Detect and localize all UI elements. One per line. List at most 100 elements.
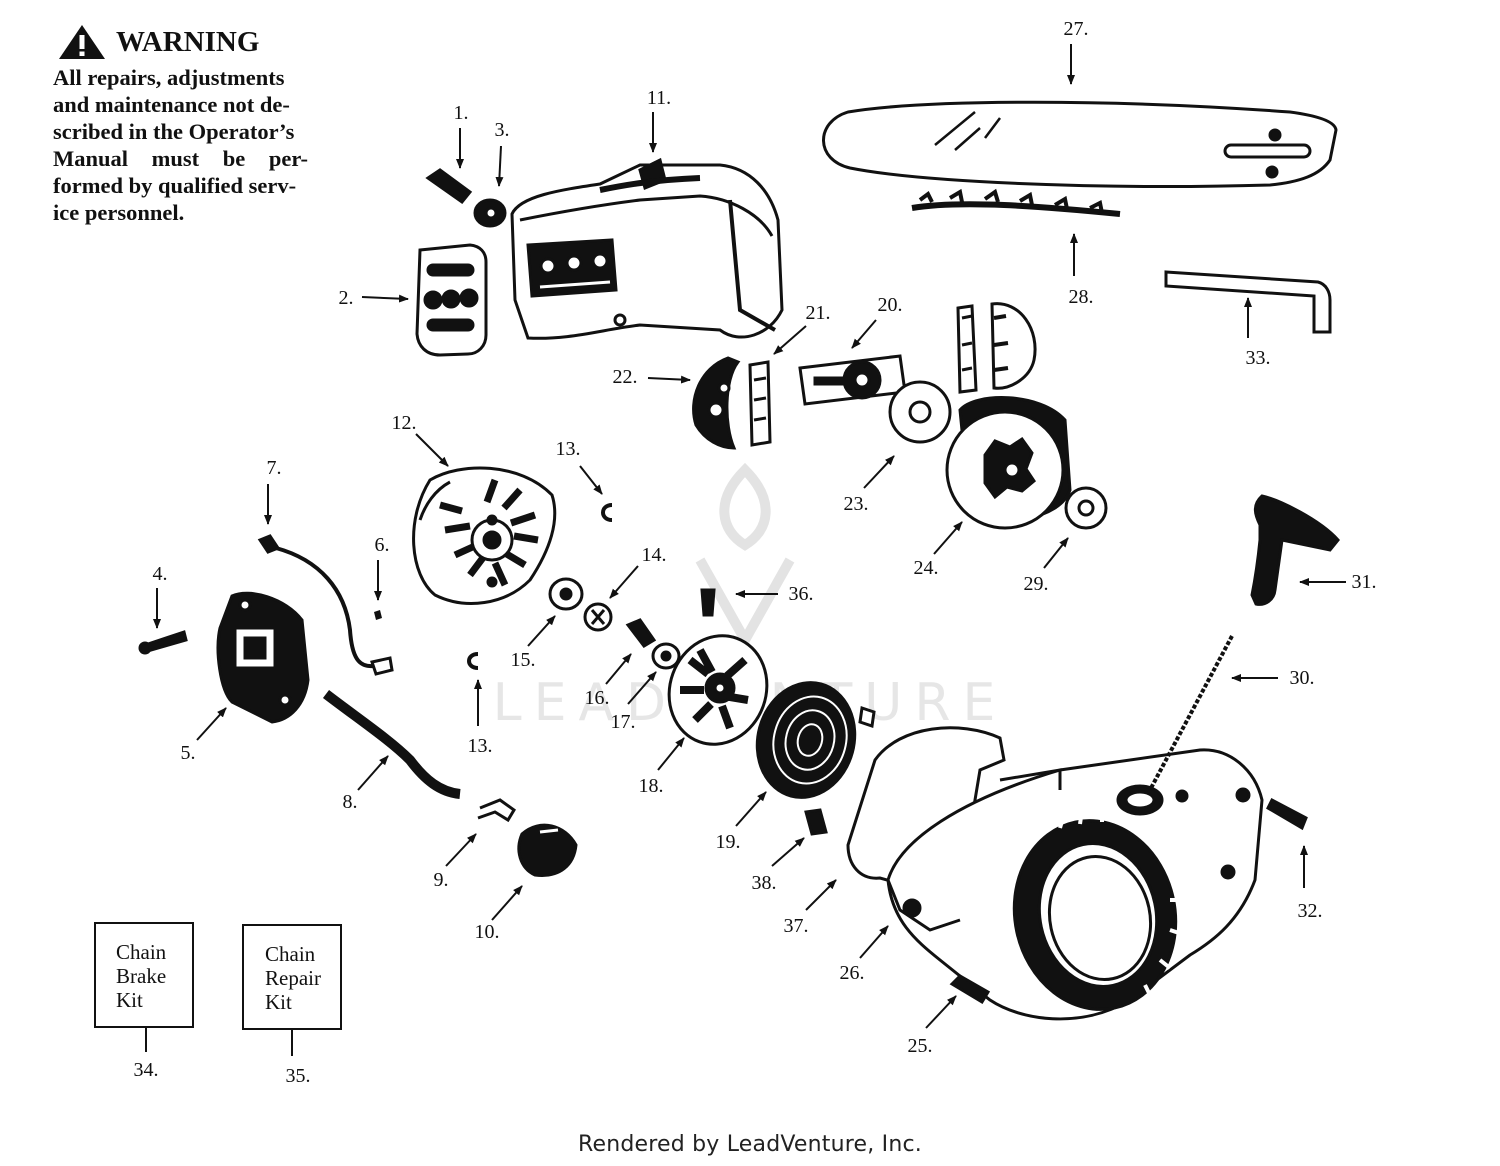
saw-chain [911,188,1121,217]
starter-handle [1250,494,1340,606]
callout-11: 11. [647,87,671,109]
flywheel-washer [548,577,584,611]
callout-29: 29. [1024,573,1049,595]
callout-1: 1. [454,102,469,124]
callout-14: 14. [642,544,667,566]
callout-13-upper: 13. [556,438,581,460]
callout-23: 23. [844,493,869,515]
drum-washer [1064,486,1108,530]
ground-spring [374,610,382,620]
callout-12: 12. [392,412,417,434]
ignition-module [216,591,310,724]
retaining-clip-lower [467,652,479,670]
callout-15: 15. [511,649,536,671]
kit-label-line: Kit [265,990,292,1014]
chain-repair-kit-box: Chain Repair Kit [242,924,342,1030]
lead-clip [477,798,516,823]
starter-housing [886,748,1264,1021]
callout-7: 7. [267,457,282,479]
kit-label-line: Kit [116,988,143,1012]
retaining-clip-upper [601,503,613,522]
callout-4: 4. [153,563,168,585]
callout-35: 35. [286,1065,311,1087]
callout-20: 20. [878,294,903,316]
rewind-spring [755,681,876,799]
callout-2: 2. [339,287,354,309]
cover-plate [415,243,488,357]
callout-36: 36. [789,583,814,605]
callout-21: 21. [806,302,831,324]
starter-washer [651,642,681,670]
callout-22: 22. [613,366,638,388]
warning-line: ice personnel. [53,200,185,225]
callout-19: 19. [716,831,741,853]
flywheel-nut [583,602,613,632]
warning-line: All repairs, adjustments [53,65,285,90]
starter-rope [1148,635,1234,791]
callout-37: 37. [784,915,809,937]
callout-38: 38. [752,872,777,894]
warning-title: WARNING [116,25,260,58]
kit-label-line: Chain [116,940,167,964]
callout-5: 5. [181,742,196,764]
housing-screw-right [1266,797,1308,831]
clutch-spring-plate [748,360,772,447]
callout-3: 3. [495,119,510,141]
ignition-bolt [138,630,188,655]
clutch-shoe-pair [956,302,1037,394]
callout-17: 17. [611,711,636,733]
callout-13-lower: 13. [468,735,493,757]
clutch-hub [798,354,907,406]
callout-labels: 1. 2. 3. 4. 5. 6. 7. 8. 9. 10. 11. 12. 1… [134,18,1377,1087]
callout-9: 9. [434,869,449,891]
callout-24: 24. [914,557,939,579]
warning-line: formed by qualified serv- [53,173,297,198]
clutch-washer [888,380,952,444]
callout-33: 33. [1246,347,1271,369]
kit-label-line: Repair [265,966,321,990]
clutch-drum [945,396,1072,530]
ignition-wire [257,534,394,676]
chain-cover [510,157,784,340]
callout-10: 10. [475,921,500,943]
callout-8: 8. [343,791,358,813]
starter-screw [804,808,828,836]
callout-6: 6. [375,534,390,556]
guide-bar [822,100,1338,188]
callout-25: 25. [908,1035,933,1057]
render-credit: Rendered by LeadVenture, Inc. [578,1132,922,1157]
callout-32: 32. [1298,900,1323,922]
hex-wrench [1164,270,1332,334]
callout-18: 18. [639,775,664,797]
warning-heading: WARNING [58,24,259,60]
cover-washer [473,198,507,228]
callout-30: 30. [1290,667,1315,689]
pulley-screw [700,588,716,617]
chain-brake-kit-box: Chain Brake Kit [94,922,194,1028]
starter-bolt [625,618,657,648]
warning-line: Manual must be per- [53,146,309,171]
kit-label-line: Brake [116,964,167,988]
housing-screw-lower [949,974,991,1005]
cover-bolt [425,168,473,205]
leader-lines [145,44,1346,1056]
ignition-lead [322,690,461,799]
callout-16: 16. [585,687,610,709]
callout-34: 34. [134,1059,159,1081]
flywheel [412,466,557,605]
callout-27: 27. [1064,18,1089,40]
spark-plug-boot [517,823,578,877]
callout-26: 26. [840,962,865,984]
warning-triangle-icon [59,25,105,59]
starter-pulley [667,634,769,746]
callout-31: 31. [1352,571,1377,593]
warning-text: All repairs, adjustments and maintenance… [53,64,367,226]
watermark-logo [695,462,795,651]
callout-28: 28. [1069,286,1094,308]
warning-line: and maintenance not de- [53,92,290,117]
kit-label-line: Chain [265,942,316,966]
clutch-shoe [692,356,741,450]
warning-line: scribed in the Operator’s [53,119,295,144]
